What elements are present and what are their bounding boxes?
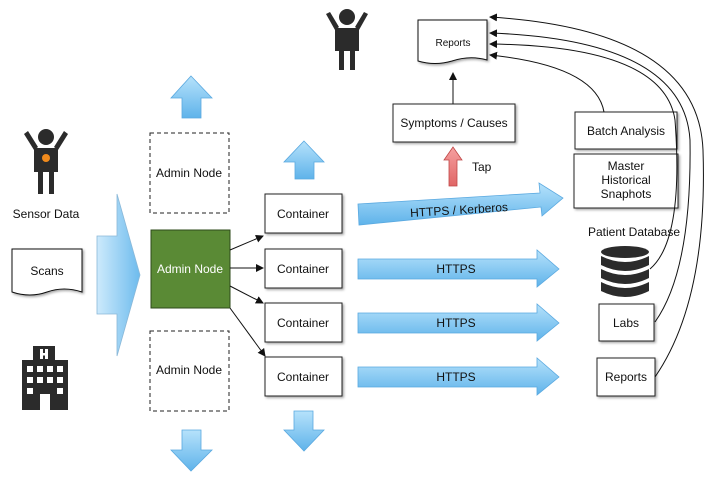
- master-line2: Historical: [601, 173, 650, 187]
- container-3: [264, 302, 343, 343]
- kerberos-label: HTTPS / Kerberos: [410, 200, 509, 220]
- container-2-label: Container: [277, 262, 329, 276]
- admin-node-middle-label: Admin Node: [157, 262, 223, 276]
- scans-label: Scans: [30, 264, 63, 278]
- container-down-arrow: [283, 410, 325, 452]
- sensor-person-icon: [24, 129, 68, 194]
- https-arrow-1: [357, 249, 560, 288]
- container-1-label: Container: [277, 207, 329, 221]
- analyst-person-icon: [326, 9, 368, 70]
- admin-up-arrow: [170, 75, 213, 119]
- hospital-icon: [22, 346, 68, 410]
- reports-top-label: Reports: [435, 38, 470, 49]
- https-1-label: HTTPS: [436, 262, 475, 276]
- sensor-dot-icon: [42, 154, 50, 162]
- tap-up-arrow: [443, 146, 463, 187]
- master-snapshots-box: [573, 153, 679, 209]
- https-arrow-3: [357, 357, 560, 396]
- database-icon: [601, 246, 649, 297]
- container-4: [264, 356, 343, 397]
- container-1: [264, 193, 343, 234]
- reports-box-right: [596, 357, 656, 397]
- ingest-big-arrow: [96, 193, 141, 357]
- symptoms-causes-label: Symptoms / Causes: [400, 116, 507, 130]
- admin-node-middle: [150, 229, 231, 309]
- admin-node-top-label: Admin Node: [156, 166, 222, 180]
- master-line3: Snaphots: [601, 187, 652, 201]
- container-up-arrow: [283, 140, 325, 180]
- symptoms-causes-box: [392, 103, 516, 143]
- batch-analysis-label: Batch Analysis: [587, 124, 665, 138]
- admin-node-top: [149, 132, 230, 214]
- admin-container-connectors: [229, 235, 266, 357]
- batch-analysis-box: [574, 111, 678, 150]
- https-2-label: HTTPS: [436, 316, 475, 330]
- labs-box: [598, 303, 655, 342]
- labs-label: Labs: [613, 316, 639, 330]
- reports-right-label: Reports: [605, 370, 647, 384]
- sensor-data-label: Sensor Data: [13, 207, 80, 221]
- feedback-connectors: [489, 13, 704, 378]
- scans-document: [11, 248, 83, 296]
- kerberos-arrow: [357, 182, 564, 226]
- container-2: [264, 248, 343, 289]
- reports-document-top: [417, 19, 488, 64]
- tap-label: Tap: [472, 160, 492, 174]
- admin-down-arrow: [170, 429, 213, 472]
- container-4-label: Container: [277, 370, 329, 384]
- https-3-label: HTTPS: [436, 370, 475, 384]
- master-line1: Master: [608, 159, 645, 173]
- https-arrow-2: [357, 303, 560, 342]
- patient-database-label: Patient Database: [588, 225, 680, 239]
- container-3-label: Container: [277, 316, 329, 330]
- admin-node-bottom-label: Admin Node: [156, 363, 222, 377]
- admin-node-bottom: [149, 330, 230, 412]
